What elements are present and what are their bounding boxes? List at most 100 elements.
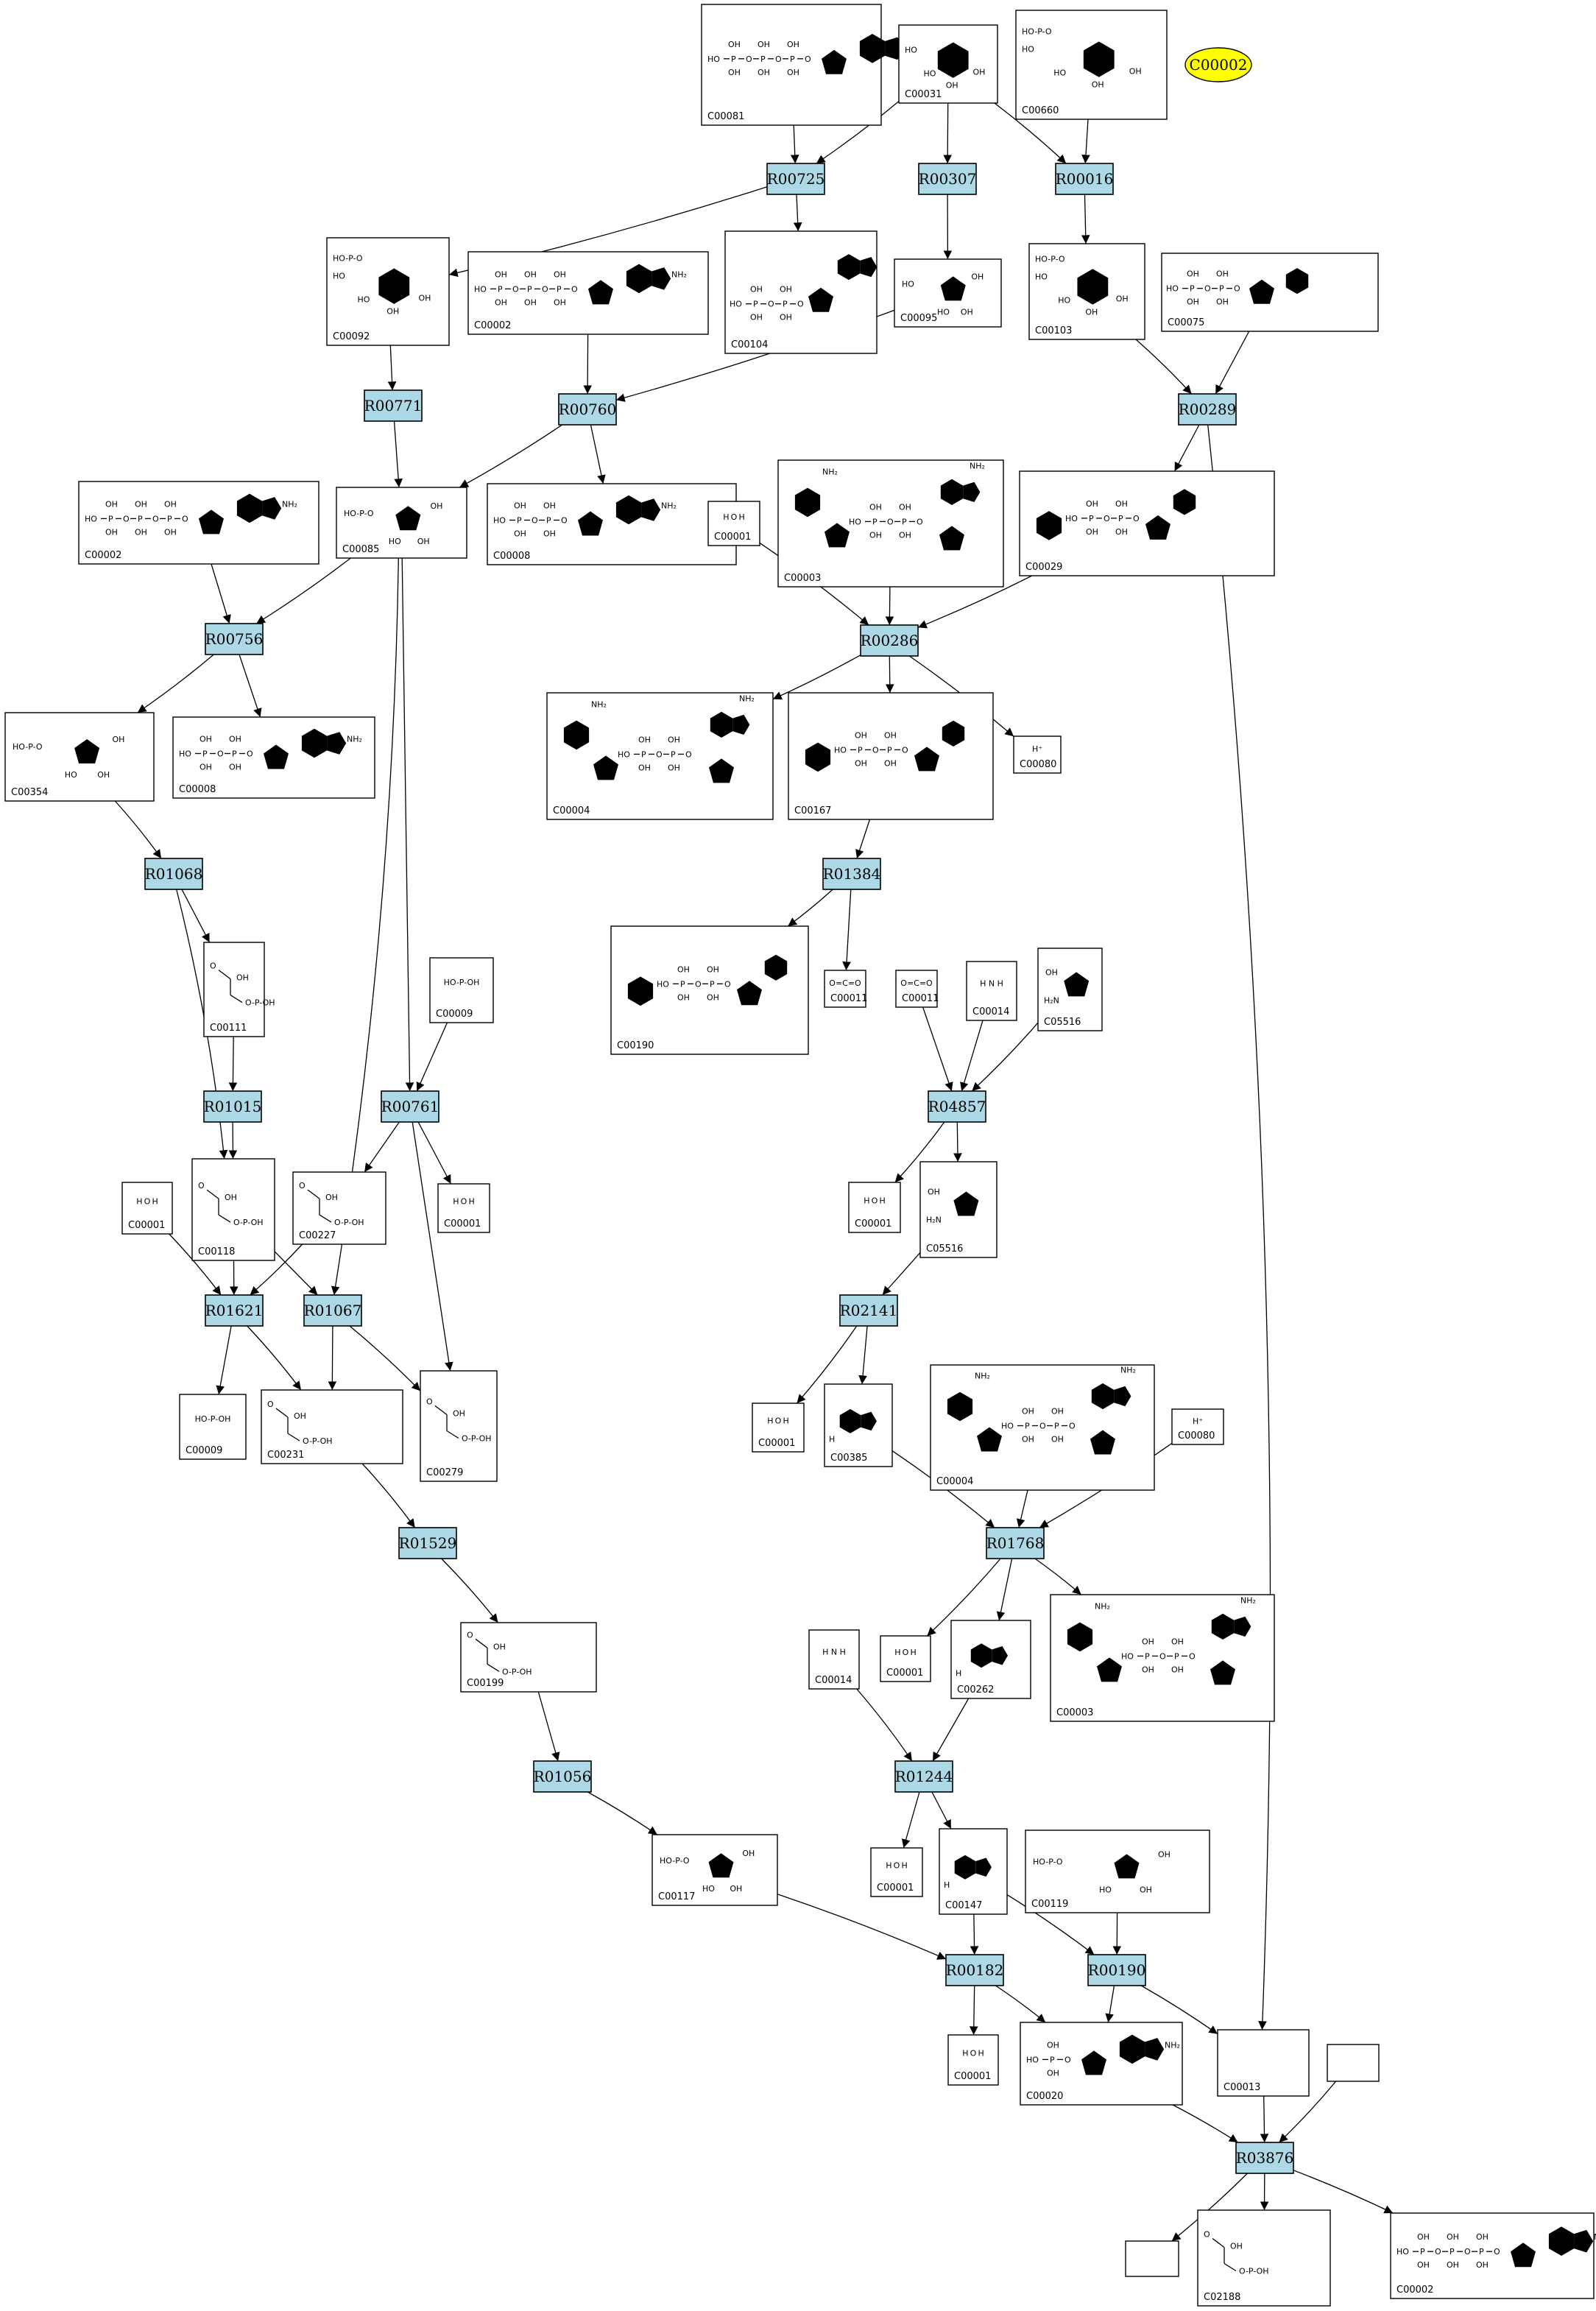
reaction-node[interactable]: R00761: [381, 1090, 439, 1123]
compound-id-label: C00075: [1168, 317, 1204, 328]
reaction-node[interactable]: R00289: [1178, 393, 1237, 426]
atom-label: OH: [855, 758, 867, 768]
reaction-node[interactable]: R01015: [203, 1090, 262, 1123]
reaction-node[interactable]: R01768: [986, 1527, 1045, 1559]
formula-label: H O H: [723, 512, 745, 522]
compound-node[interactable]: [1327, 2044, 1380, 2082]
compound-node[interactable]: [1125, 2240, 1179, 2277]
atom-label: O: [685, 749, 692, 759]
compound-node[interactable]: HOPOHOHOPOHOHOPOHOHONH₂C00081: [701, 4, 920, 126]
reaction-node[interactable]: R01068: [144, 858, 203, 890]
reaction-node[interactable]: R04857: [928, 1090, 986, 1123]
formula-label: H N H: [822, 1648, 846, 1657]
reaction-node[interactable]: R01384: [822, 858, 881, 890]
atom-label: OH: [294, 1411, 306, 1421]
compound-node[interactable]: H⁺C00080: [1171, 1408, 1224, 1445]
edge-arrow: [274, 1251, 318, 1296]
reaction-node[interactable]: R01067: [303, 1294, 362, 1327]
compound-id-label: C00008: [179, 784, 216, 795]
reaction-node[interactable]: R01621: [205, 1294, 264, 1327]
reaction-node[interactable]: R00760: [558, 393, 617, 426]
reaction-node[interactable]: R00771: [364, 389, 423, 422]
reaction-node[interactable]: R01529: [398, 1527, 457, 1559]
compound-node[interactable]: C00013: [1217, 2029, 1310, 2097]
edge-arrow: [169, 1233, 222, 1296]
reaction-node[interactable]: R00190: [1087, 1954, 1146, 1986]
reaction-node[interactable]: R00182: [945, 1954, 1004, 1986]
edge-arrow: [1135, 339, 1192, 395]
reaction-id-label: R04857: [928, 1098, 986, 1115]
reaction-node[interactable]: R00307: [918, 163, 977, 195]
reaction-node[interactable]: R00756: [205, 623, 264, 655]
highlighted-compound[interactable]: C00002: [1184, 47, 1252, 82]
reaction-node[interactable]: R00725: [766, 163, 825, 195]
reaction-node[interactable]: R00286: [860, 624, 919, 657]
compound-id-label: C00227: [299, 1230, 336, 1241]
reaction-box: [918, 163, 977, 195]
reaction-node[interactable]: R03876: [1235, 2142, 1294, 2174]
edge-arrow: [393, 420, 403, 488]
reaction-node[interactable]: R01244: [894, 1760, 953, 1793]
atom-label: OH: [742, 1849, 755, 1858]
reaction-id-label: R01529: [399, 1534, 457, 1552]
reaction-node[interactable]: R01056: [533, 1760, 592, 1793]
atom-label: O: [467, 1630, 473, 1640]
reaction-node[interactable]: R00016: [1055, 163, 1114, 195]
atom-label: P: [1118, 514, 1123, 523]
reaction-node[interactable]: R02141: [839, 1294, 898, 1327]
reaction-id-label: R00307: [919, 170, 977, 188]
compound-node[interactable]: H⁺C00080: [1013, 735, 1062, 774]
